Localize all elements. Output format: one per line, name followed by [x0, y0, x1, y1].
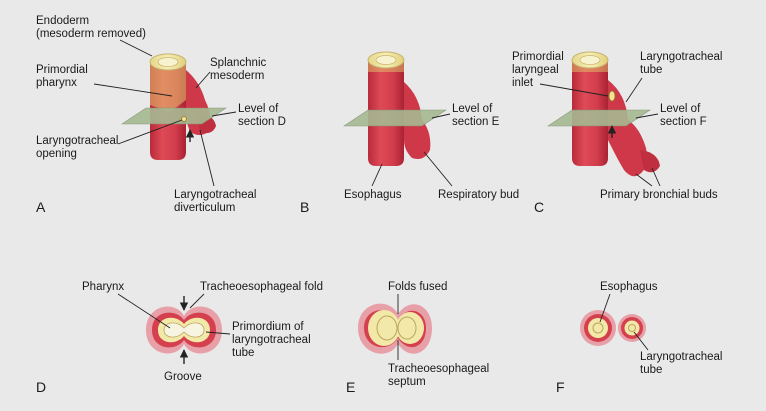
label-level-a-2: section D [238, 116, 286, 128]
label-tube-c-1: Laryngotracheal [640, 51, 722, 63]
panel-a: Endoderm (mesoderm removed) Primordial p… [36, 15, 286, 215]
panel-d: Pharynx Tracheoesophageal fold Primordiu… [36, 281, 323, 395]
label-level-c-1: Level of [660, 103, 701, 115]
label-level-b-2: section E [452, 116, 500, 128]
label-pharynx-d: Pharynx [82, 281, 124, 293]
label-level-b-1: Level of [452, 103, 493, 115]
label-tube-f-2: tube [640, 364, 662, 376]
panel-letter-b: B [300, 199, 309, 215]
label-inlet-3: inlet [512, 77, 534, 89]
label-mesoderm-removed: (mesoderm removed) [36, 28, 146, 40]
leader-level-b [431, 113, 451, 119]
panel-e: Folds fused Tracheoesophageal septum E [346, 281, 489, 395]
panel-letter-e: E [346, 379, 355, 395]
panel-a-tube [149, 53, 216, 160]
label-level-c-2: section F [660, 116, 707, 128]
label-tube-f-1: Laryngotracheal [640, 351, 722, 363]
label-primordium-1: Primordium of [232, 321, 304, 333]
label-diverticulum-1: Laryngotracheal [174, 189, 256, 201]
leader-pharynx-d [117, 293, 171, 329]
label-splanchnic: Splanchnic [210, 57, 267, 69]
leader-respiratory-bud [423, 151, 453, 187]
panel-b-section-plane [343, 109, 447, 127]
label-bronchial-buds: Primary bronchial buds [600, 189, 718, 201]
leader-tube-f [633, 331, 649, 351]
label-folds-fused: Folds fused [388, 281, 447, 293]
leader-pharynx [93, 83, 173, 97]
leader-esophagus-f [599, 293, 611, 323]
section-f-esophagus [580, 310, 616, 346]
leader-diverticulum [199, 129, 215, 187]
label-septum-1: Tracheoesophageal [388, 363, 489, 375]
panel-a-section-plane [121, 107, 227, 125]
leader-tube-c [625, 77, 643, 103]
leader-level-c [635, 113, 659, 119]
panel-c: Primordial laryngeal inlet Laryngotrache… [512, 51, 722, 215]
label-esophagus-f: Esophagus [600, 281, 658, 293]
panel-c-section-plane [547, 109, 651, 127]
panel-b: Level of section E Esophagus Respiratory… [300, 51, 519, 215]
panel-letter-c: C [534, 199, 544, 215]
leader-endoderm [119, 39, 153, 57]
panel-f: Esophagus Laryngotracheal tube F [556, 281, 722, 395]
section-d-shape [146, 306, 222, 354]
label-pharynx: pharynx [36, 77, 77, 89]
label-primordium-2: laryngotracheal [232, 334, 311, 346]
leader-primordium [205, 331, 231, 335]
leader-bronchial-bud-2 [651, 167, 661, 187]
label-laryngotracheal-opening-2: opening [36, 148, 77, 160]
label-level-a-1: Level of [238, 103, 279, 115]
label-endoderm: Endoderm [36, 15, 89, 27]
label-tube-c-2: tube [640, 64, 662, 76]
label-primordium-3: tube [232, 347, 254, 359]
leader-bronchial-bud-1 [635, 173, 653, 187]
leader-fold [189, 293, 205, 309]
label-splanchnic-mesoderm: mesoderm [210, 70, 264, 82]
leader-inlet [539, 83, 609, 97]
label-esophagus-b: Esophagus [344, 189, 402, 201]
label-inlet-2: laryngeal [512, 64, 559, 76]
panel-letter-a: A [36, 199, 46, 215]
section-f-laryngotracheal-tube [618, 314, 646, 342]
label-primordial: Primordial [36, 64, 88, 76]
label-diverticulum-2: diverticulum [174, 202, 235, 214]
leader-level-a [211, 111, 237, 117]
laryngotracheal-opening-marker [181, 116, 187, 122]
label-tracheoesophageal-fold: Tracheoesophageal fold [200, 281, 323, 293]
panel-b-tube [367, 51, 431, 166]
label-septum-2: septum [388, 376, 426, 388]
leader-opening [117, 119, 183, 145]
leader-esophagus-b [371, 163, 383, 187]
label-laryngotracheal-opening-1: Laryngotracheal [36, 135, 118, 147]
section-e-shape [358, 303, 432, 354]
panel-letter-d: D [36, 379, 46, 395]
label-groove: Groove [164, 371, 202, 383]
leader-splanchnic [195, 71, 211, 89]
panel-letter-f: F [556, 379, 565, 395]
label-respiratory-bud: Respiratory bud [438, 189, 519, 201]
label-inlet-1: Primordial [512, 51, 564, 63]
